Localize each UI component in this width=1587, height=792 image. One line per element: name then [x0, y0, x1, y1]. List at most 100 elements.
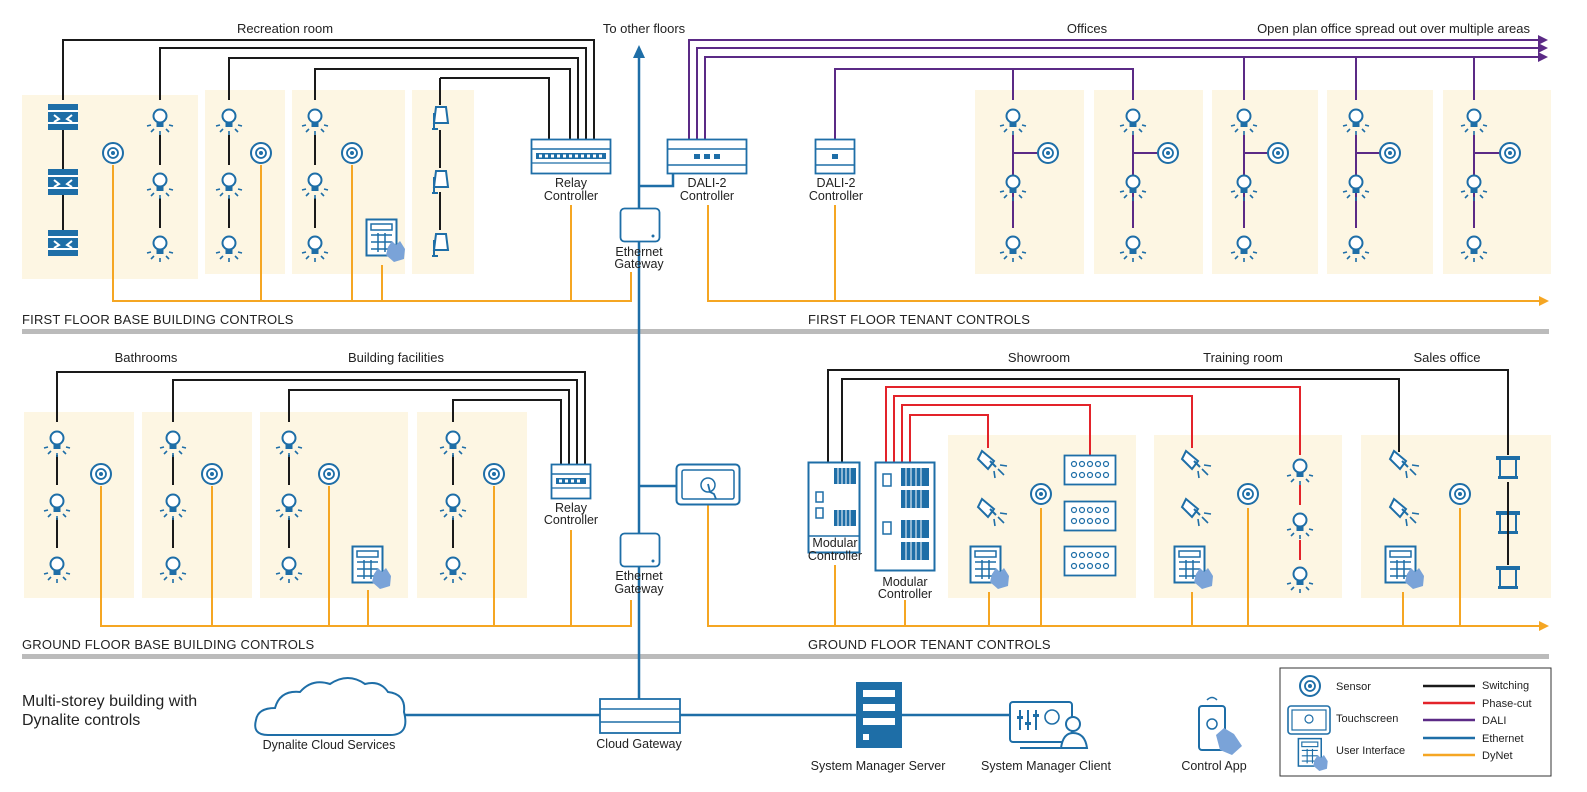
ethernet-gateway-icon[interactable] — [619, 532, 661, 568]
legend-dali-label: DALI — [1482, 715, 1506, 727]
legend-dynet-label: DyNet — [1482, 750, 1513, 762]
cloud-gateway-label: Cloud Gateway — [596, 737, 682, 751]
gf-dynet-wiring — [100, 486, 1540, 627]
relay-controller-icon[interactable] — [530, 138, 612, 175]
to-other-floors-label: To other floors — [603, 21, 686, 36]
ff-dali-a-label-2: Controller — [680, 189, 734, 203]
sensor-icon — [1037, 142, 1059, 164]
open-plan-label: Open plan office spread out over multipl… — [1257, 21, 1530, 36]
sensor-icon — [483, 463, 505, 485]
legend-sensor-label: Sensor — [1336, 681, 1371, 693]
cloud-label: Dynalite Cloud Services — [263, 738, 396, 752]
ff-tenant-section-label: FIRST FLOOR TENANT CONTROLS — [808, 312, 1030, 327]
touchscreen-icon — [1287, 705, 1331, 735]
control-app-label: Control App — [1181, 759, 1246, 773]
ff-relay-label-2: Controller — [544, 189, 598, 203]
sensor-icon — [250, 142, 272, 164]
ethernet-up-arrow — [633, 45, 645, 58]
sensor-icon — [1499, 142, 1521, 164]
ff-dynet-wiring — [112, 165, 1540, 302]
sensor-icon — [90, 463, 112, 485]
client-computer-icon — [1009, 701, 1089, 749]
hvac-icon — [47, 103, 79, 131]
recreation-room-label: Recreation room — [237, 21, 333, 36]
first-floor-divider — [22, 329, 1549, 334]
panel-light-icon — [1063, 500, 1117, 532]
room-ff-2 — [205, 90, 285, 274]
cloud-gateway-icon[interactable] — [599, 698, 681, 734]
gf-gateway-label-2: Gateway — [614, 582, 664, 596]
ff-switching-wiring — [62, 39, 595, 230]
ff-relay-label-1: Relay — [555, 176, 588, 190]
touchscreen-icon[interactable] — [675, 463, 741, 506]
legend-switching-label: Switching — [1482, 680, 1529, 692]
training-label: Training room — [1203, 350, 1283, 365]
gf-modular-b-label-1: Modular — [882, 575, 927, 589]
sensor-icon — [1237, 483, 1259, 505]
sensor-icon — [1379, 142, 1401, 164]
gf-dynet-arrow — [1539, 621, 1549, 631]
ethernet-backbone — [404, 58, 1010, 717]
room-office-4 — [1327, 90, 1433, 274]
sensor-icon — [1267, 142, 1289, 164]
sensor-icon — [1030, 483, 1052, 505]
gf-modular-a-label-2: Controller — [808, 549, 862, 563]
gf-gateway-label-1: Ethernet — [615, 569, 663, 583]
offices-label: Offices — [1067, 21, 1108, 36]
legend-ethernet-label: Ethernet — [1482, 733, 1524, 745]
sensor-icon — [318, 463, 340, 485]
gf-modular-b-label-2: Controller — [878, 587, 932, 601]
room-gf-bath-2 — [142, 412, 252, 598]
ff-dali-a-label-1: DALI-2 — [688, 176, 727, 190]
gf-base-section-label: GROUND FLOOR BASE BUILDING CONTROLS — [22, 637, 314, 652]
gf-relay-label-1: Relay — [555, 501, 588, 515]
sensor-icon — [201, 463, 223, 485]
dali-arrows — [1538, 35, 1548, 62]
legend-touchscreen-label: Touchscreen — [1336, 713, 1398, 725]
legend-phasecut-label: Phase-cut — [1482, 698, 1532, 710]
gf-tenant-section-label: GROUND FLOOR TENANT CONTROLS — [808, 637, 1051, 652]
panel-light-icon — [1063, 454, 1117, 486]
ff-gateway-label-2: Gateway — [614, 257, 664, 271]
ff-dali-wiring — [688, 39, 1540, 228]
relay-controller-icon[interactable] — [550, 463, 592, 500]
room-gf-bath-1 — [24, 412, 134, 598]
panel-light-icon — [1063, 545, 1117, 577]
ground-floor-divider — [22, 654, 1549, 659]
ff-dali-b-label-2: Controller — [809, 189, 863, 203]
facilities-label: Building facilities — [348, 350, 445, 365]
ff-gateway-label-1: Ethernet — [615, 245, 663, 259]
legend: Sensor Touchscreen User Interface Switch… — [1279, 667, 1552, 777]
hvac-icon — [47, 168, 79, 196]
gf-phasecut-wiring — [885, 386, 1301, 560]
sensor-icon — [341, 142, 363, 164]
sensor-icon — [102, 142, 124, 164]
room-office-2 — [1094, 90, 1203, 274]
bathrooms-label: Bathrooms — [115, 350, 178, 365]
dali-controller-icon[interactable] — [666, 138, 748, 175]
ff-dynet-arrow — [1539, 296, 1549, 306]
showroom-label: Showroom — [1008, 350, 1070, 365]
diagram-title-line-1: Multi-storey building with — [22, 693, 197, 710]
modular-controller-icon[interactable] — [874, 461, 936, 572]
hvac-icon — [47, 229, 79, 257]
room-office-3 — [1212, 90, 1318, 274]
sm-server-label: System Manager Server — [811, 759, 946, 773]
gf-relay-label-2: Controller — [544, 513, 598, 527]
legend-ui-label: User Interface — [1336, 745, 1405, 757]
dali-controller-icon[interactable] — [814, 138, 856, 175]
ff-base-section-label: FIRST FLOOR BASE BUILDING CONTROLS — [22, 312, 294, 327]
sensor-icon — [1449, 483, 1471, 505]
ff-dali-b-label-1: DALI-2 — [817, 176, 856, 190]
room-office-5 — [1443, 90, 1551, 274]
sensor-icon — [1299, 675, 1321, 697]
room-gf-fac-2 — [417, 412, 527, 598]
room-office-1 — [975, 90, 1084, 274]
sm-client-label: System Manager Client — [981, 759, 1111, 773]
ethernet-gateway-icon[interactable] — [619, 207, 661, 243]
sales-label: Sales office — [1414, 350, 1481, 365]
cloud-icon — [254, 677, 407, 736]
gf-switching-wiring — [56, 369, 1509, 548]
diagram-title-line-2: Dynalite controls — [22, 712, 140, 729]
